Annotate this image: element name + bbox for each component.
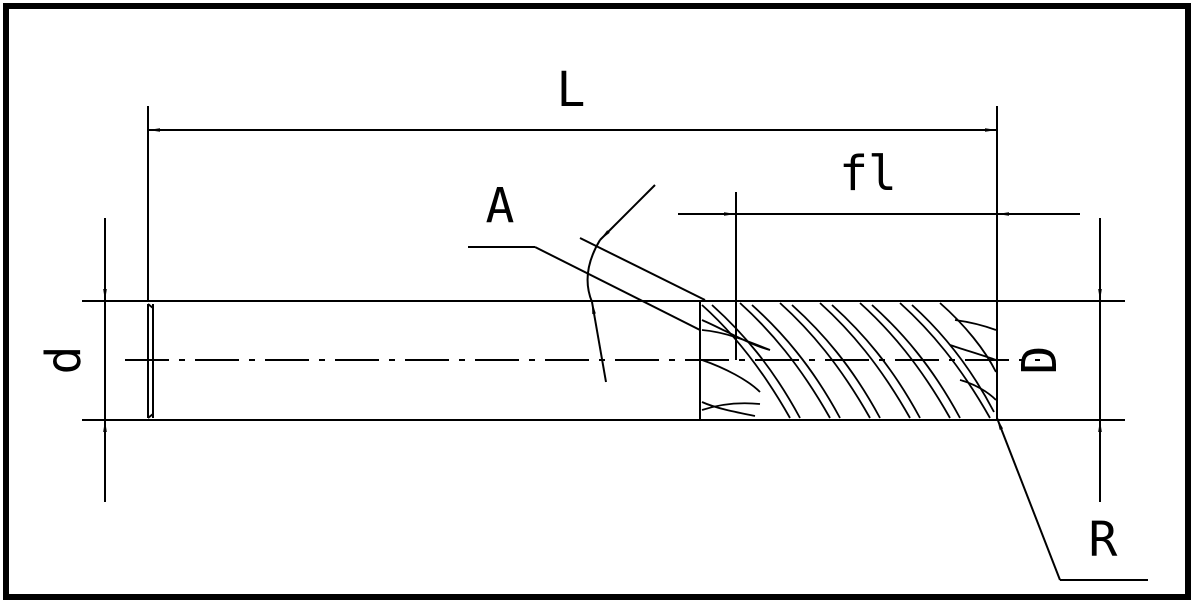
flute-length-label: fl xyxy=(839,146,897,202)
cutting-diameter-label: D xyxy=(1012,346,1068,375)
shank-chamfer-bottom xyxy=(147,413,154,419)
shank-diameter-label: d xyxy=(36,346,92,375)
tool-body xyxy=(82,300,1125,421)
corner-radius-label: R xyxy=(1089,512,1118,568)
overall-length-label: L xyxy=(557,62,586,118)
shank-chamfer-top xyxy=(147,303,154,309)
helical-flutes xyxy=(701,302,997,419)
drawing-frame xyxy=(3,3,1191,600)
helix-angle-dimension xyxy=(468,184,706,383)
corner-radius-leader xyxy=(996,417,1148,581)
extension-lines xyxy=(147,106,998,360)
helix-angle-label: A xyxy=(486,178,515,234)
